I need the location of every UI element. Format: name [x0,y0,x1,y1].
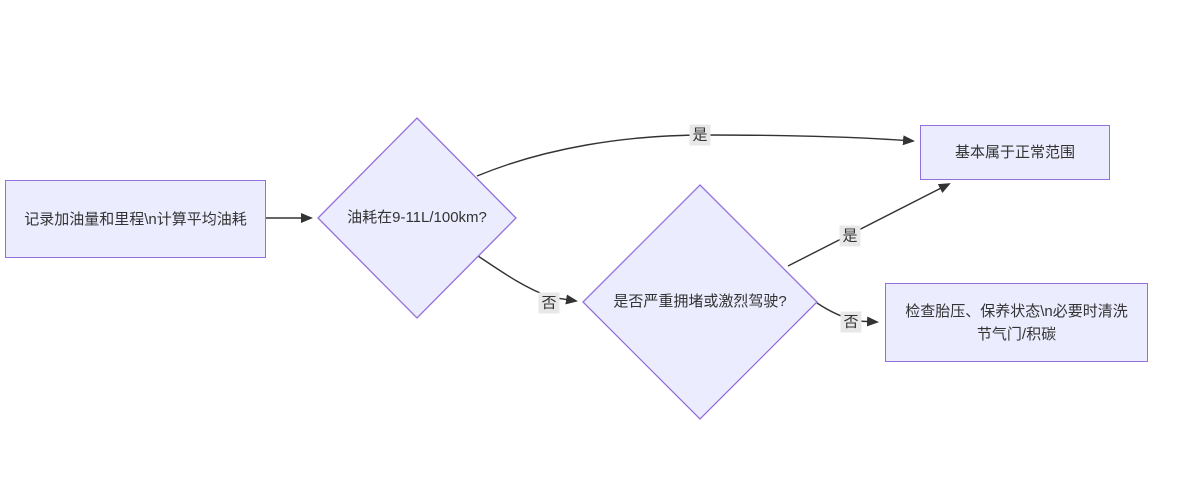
node-check-maintenance: 检查胎压、保养状态\n必要时清洗节气门/积碳 [885,283,1148,362]
decision1-diamond [317,117,517,319]
edge-label-yes-decision1: 是 [689,124,711,146]
edge-label-no-decision2: 否 [840,311,862,333]
decision1-label: 油耗在9-11L/100km? [347,209,487,226]
edge-decision2-to-normal-yes [787,183,951,267]
edge-label-no-decision1: 否 [538,292,560,314]
node-record-fuel: 记录加油量和里程\n计算平均油耗 [5,180,266,258]
node-record-fuel-label: 记录加油量和里程\n计算平均油耗 [24,210,247,228]
node-normal-range: 基本属于正常范围 [920,125,1110,180]
edge-label-yes-decision2: 是 [839,225,861,247]
decision2-diamond [582,184,818,420]
node-normal-range-label: 基本属于正常范围 [954,144,1075,161]
node-check-maintenance-label: 检查胎压、保养状态\n必要时清洗节气门/积碳 [905,302,1128,343]
edge-decision1-to-decision2-no [477,255,578,305]
decision2-label: 是否严重拥堵或激烈驾驶? [613,293,787,310]
